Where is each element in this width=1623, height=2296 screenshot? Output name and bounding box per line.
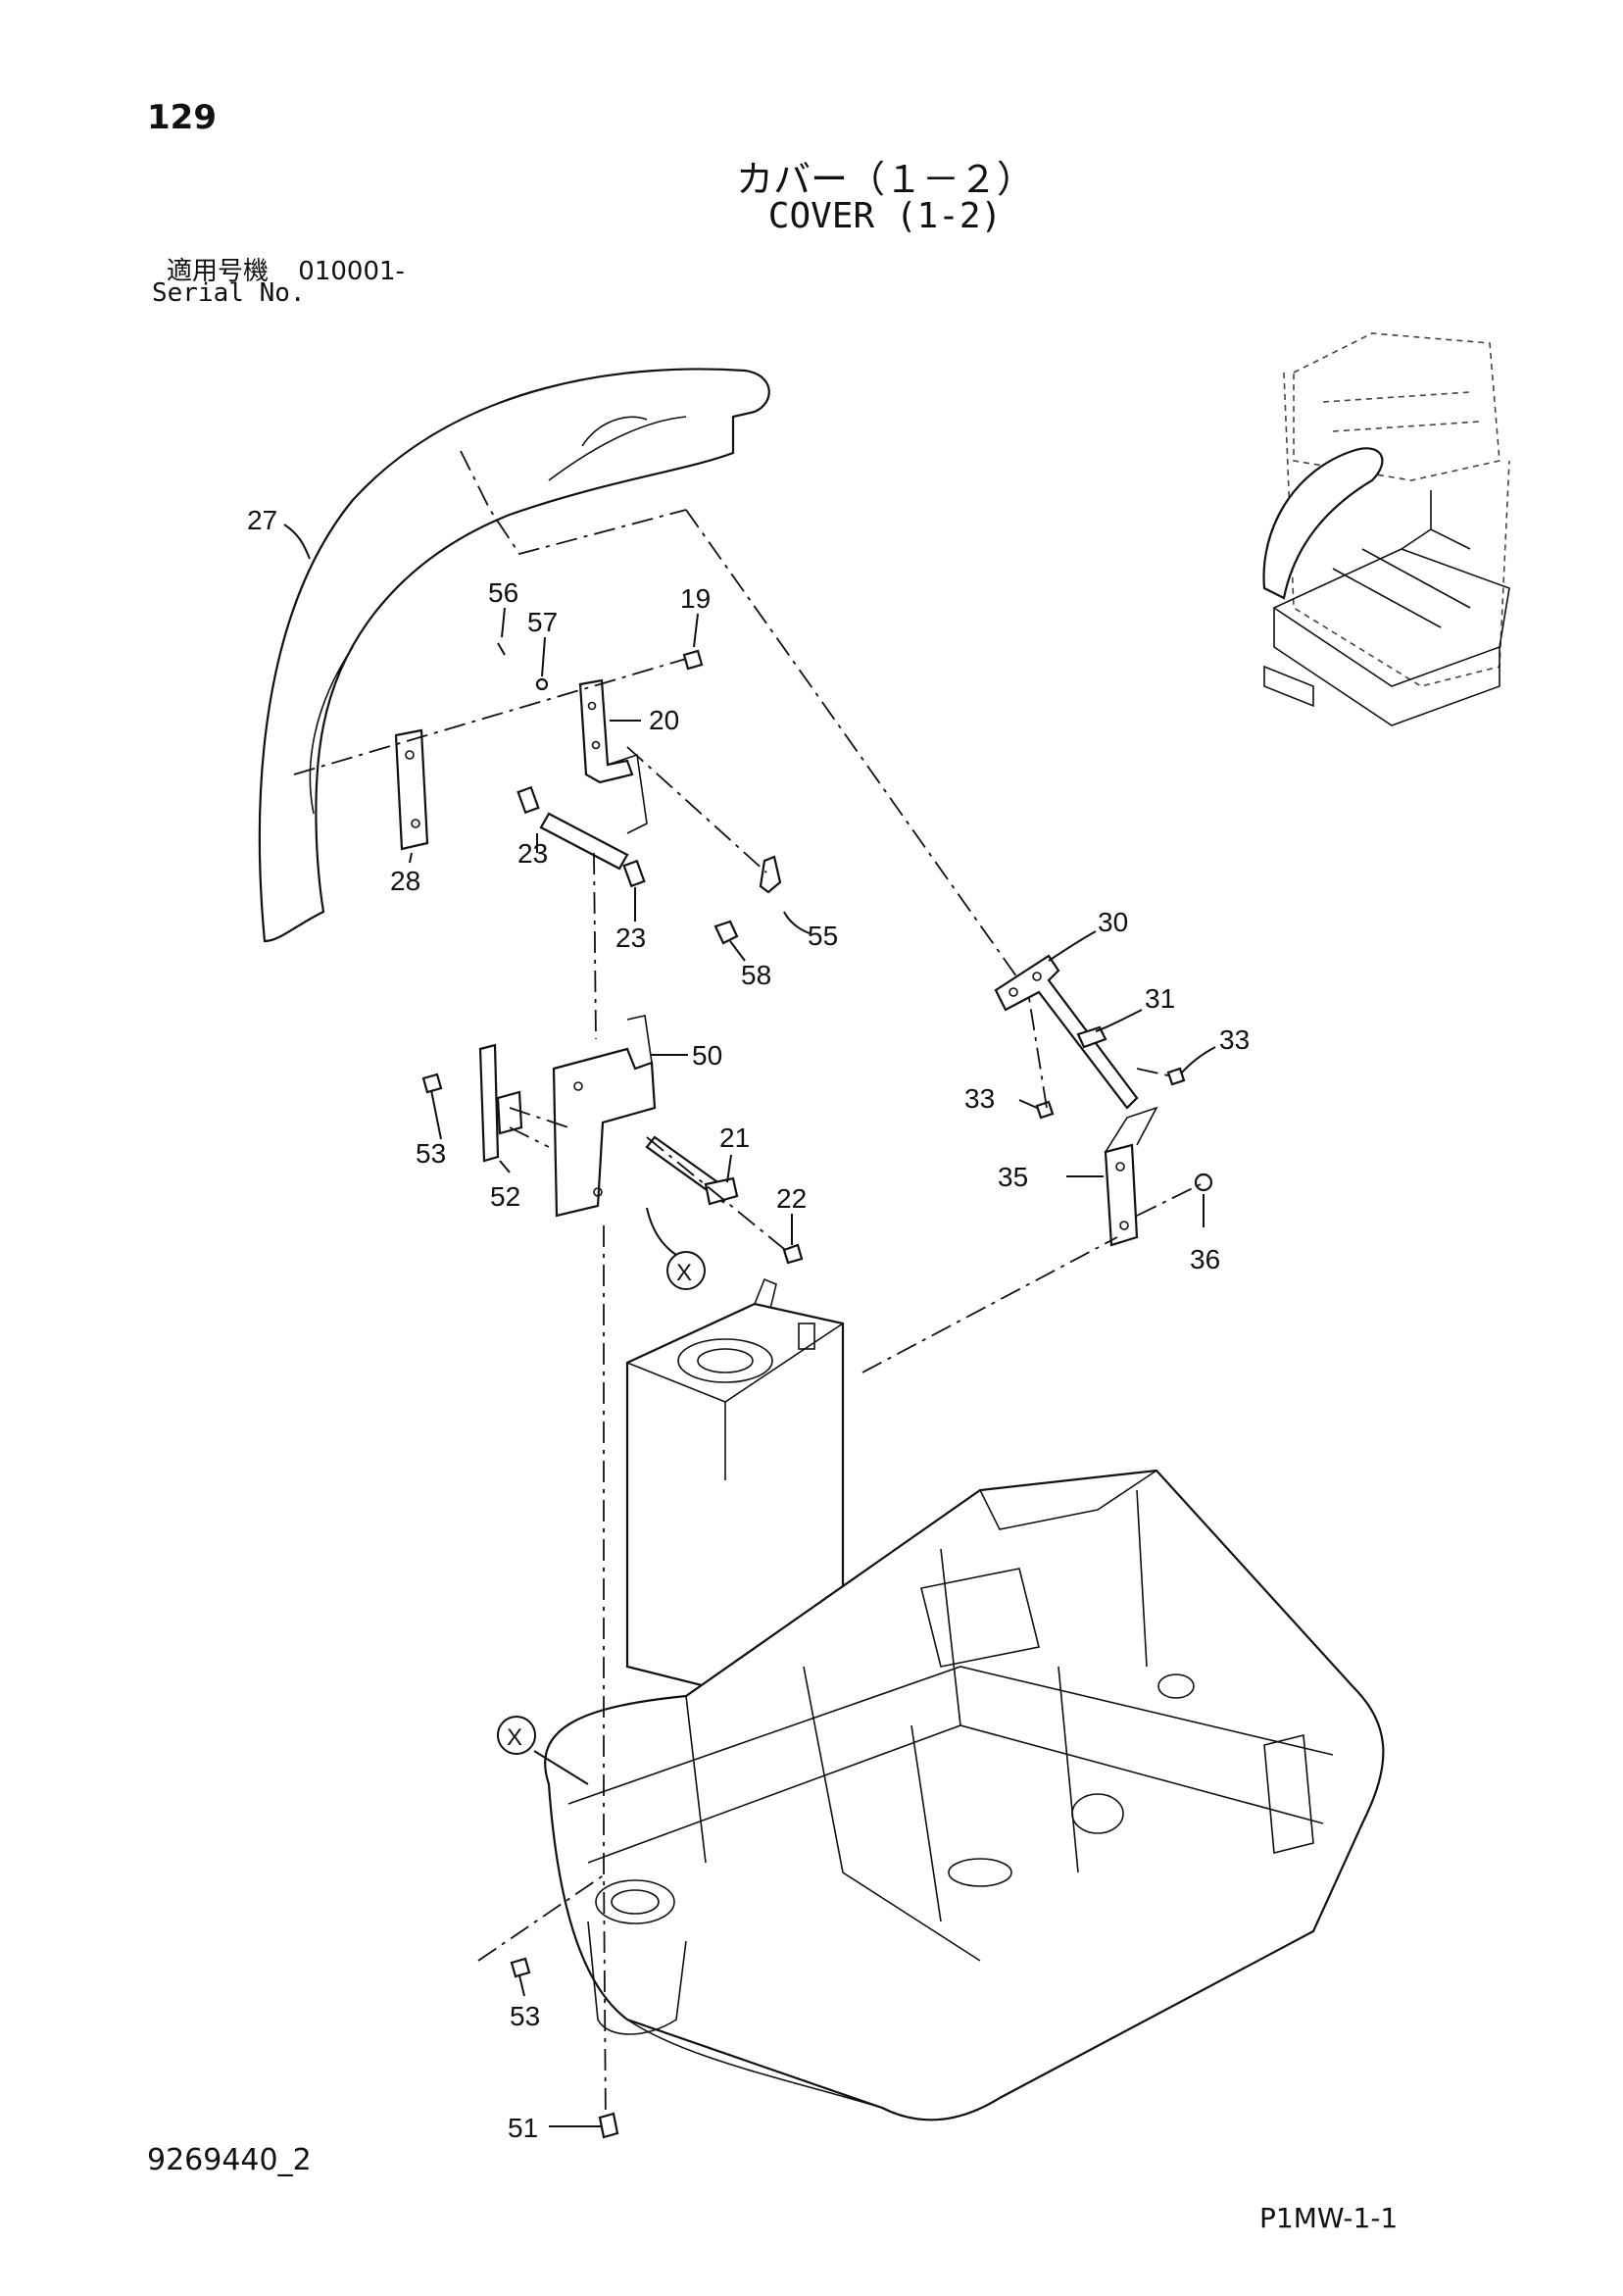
serial-value: 010001- bbox=[298, 257, 405, 286]
callout-53a: 53 bbox=[416, 1138, 446, 1169]
callout-58: 58 bbox=[741, 960, 771, 990]
callout-19: 19 bbox=[680, 583, 711, 614]
part-plate-28 bbox=[394, 728, 429, 851]
callout-57: 57 bbox=[527, 607, 558, 637]
callout-31: 31 bbox=[1145, 983, 1175, 1014]
assembly-lines bbox=[293, 450, 1202, 2128]
part-bolt-33a bbox=[1035, 1100, 1055, 1120]
part-bolt-51 bbox=[598, 2112, 619, 2139]
part-bolt-53b bbox=[510, 1957, 531, 1978]
leader-lines bbox=[283, 524, 1216, 2127]
page-code: P1MW-1-1 bbox=[1259, 2202, 1399, 2234]
callout-labels: 27 56 57 19 20 28 23 23 55 58 30 31 33 3… bbox=[247, 505, 1250, 2143]
callout-30: 30 bbox=[1098, 907, 1128, 937]
callout-27: 27 bbox=[247, 505, 277, 535]
callout-23b: 23 bbox=[615, 923, 646, 953]
part-bracket-30 bbox=[994, 954, 1139, 1110]
title-japanese: カバー（１－２） bbox=[735, 158, 1034, 201]
part-hook-55 bbox=[759, 855, 782, 894]
part-bolt-57 bbox=[535, 677, 549, 691]
callout-x2: X bbox=[507, 1724, 522, 1751]
callout-50: 50 bbox=[692, 1040, 722, 1071]
part-bracket-31 bbox=[1076, 1025, 1107, 1049]
part-pin-23 bbox=[516, 785, 646, 888]
title-english: COVER (1-2) bbox=[767, 196, 1003, 236]
callout-33a: 33 bbox=[964, 1083, 995, 1114]
part-pin-56 bbox=[497, 642, 506, 656]
part-bolt-19 bbox=[682, 649, 704, 671]
callout-33b: 33 bbox=[1219, 1024, 1250, 1055]
callout-x1: X bbox=[676, 1260, 692, 1286]
part-bolt-53a bbox=[421, 1073, 443, 1094]
part-bolt-33b bbox=[1166, 1067, 1186, 1086]
callout-52: 52 bbox=[490, 1181, 520, 1212]
part-bracket-50 bbox=[552, 1015, 657, 1218]
callout-53b: 53 bbox=[510, 2001, 540, 2031]
part-bolt-58 bbox=[713, 920, 739, 945]
reference-circle-x2 bbox=[497, 1716, 536, 1755]
callout-55: 55 bbox=[808, 921, 838, 951]
part-bracket-52 bbox=[478, 1043, 523, 1163]
part-bolt-22 bbox=[782, 1243, 804, 1265]
part-rod-21 bbox=[645, 1135, 739, 1206]
drawing-number: 9269440_2 bbox=[147, 2143, 312, 2177]
callout-23a: 23 bbox=[517, 838, 548, 869]
inset-machine-view bbox=[1262, 332, 1510, 726]
callout-56: 56 bbox=[488, 577, 518, 608]
callout-21: 21 bbox=[719, 1123, 750, 1153]
reference-circle-x1 bbox=[666, 1251, 706, 1290]
callout-22: 22 bbox=[776, 1183, 807, 1214]
serial-label-jp-text: 適用号機 bbox=[167, 257, 270, 286]
part-bracket-35 bbox=[1104, 1106, 1158, 1247]
callout-20: 20 bbox=[649, 705, 679, 735]
callout-51: 51 bbox=[508, 2113, 538, 2143]
part-bracket-20 bbox=[578, 678, 648, 834]
serial-label-jp: 適用号機 010001- bbox=[167, 251, 405, 287]
callout-36: 36 bbox=[1190, 1244, 1220, 1274]
part-washer-36 bbox=[1194, 1173, 1213, 1192]
serial-label-en: Serial No. bbox=[152, 278, 306, 308]
page-number: 129 bbox=[147, 98, 217, 137]
part-cover-27 bbox=[258, 368, 770, 943]
callout-28: 28 bbox=[390, 866, 420, 896]
callout-35: 35 bbox=[998, 1162, 1028, 1192]
part-upper-frame bbox=[544, 1469, 1385, 2121]
